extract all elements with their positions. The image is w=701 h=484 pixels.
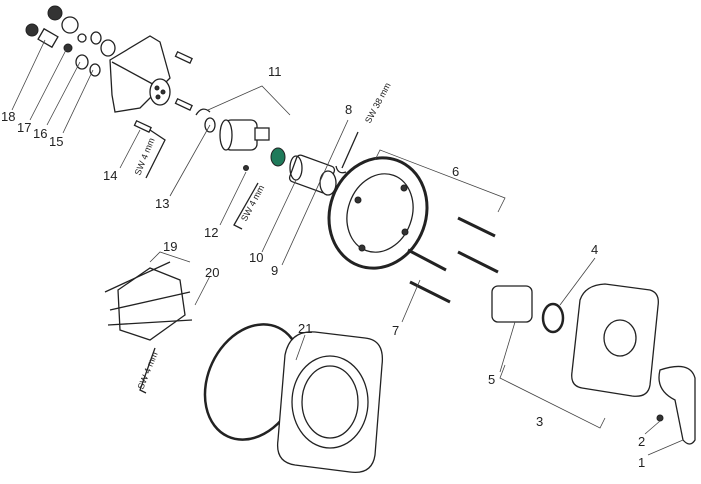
part-label-5: 5 [488,372,495,387]
screws-group [133,50,211,133]
tool-label-hex-key: SW 4 mm [133,136,157,176]
part-label-7: 7 [392,323,399,338]
part-label-16: 16 [33,126,47,141]
part-label-13: 13 [155,196,169,211]
sleeve-5 [491,285,533,323]
cartridge-group [204,117,286,171]
part-label-1: 1 [638,455,645,470]
long-screws [407,216,499,304]
part-label-17: 17 [17,120,31,135]
tool-label-wrench: SW 38 mm [363,81,393,125]
wrench-icon [335,131,359,174]
valve-parts-group [25,5,171,113]
hex-key-icon [139,347,156,394]
part-label-20: 20 [205,265,219,280]
o-ring-4 [541,302,565,334]
bracket-19 [149,251,191,263]
hex-key-icon [145,129,166,179]
tool-label-hex-key: SW 4 mm [239,183,266,223]
hex-key-icon [233,182,259,230]
handle [658,365,696,445]
spider-bracket [104,261,193,341]
part-label-3: 3 [536,414,543,429]
part-label-19: 19 [163,239,177,254]
part-label-10: 10 [249,250,263,265]
part-label-15: 15 [49,134,63,149]
part-label-18: 18 [1,109,15,124]
frame-21 [276,331,384,474]
leader-lines [11,39,684,456]
tool-label-hex-key: SW 4 mm [136,350,160,390]
bracket-11 [207,85,291,116]
part-label-11: 11 [268,64,282,79]
set-screw [656,414,664,422]
part-label-2: 2 [638,434,645,449]
part-label-4: 4 [591,242,598,257]
cover-plate [571,283,659,397]
part-label-6: 6 [452,164,459,179]
part-label-8: 8 [345,102,352,117]
part-label-21: 21 [298,321,312,336]
bracket-3 [499,364,606,429]
mounting-ring [327,156,429,270]
part-label-12: 12 [204,225,218,240]
part-label-9: 9 [271,263,278,278]
part-label-14: 14 [103,168,117,183]
sleeve-group [288,154,337,196]
bracket-6 [374,149,506,213]
